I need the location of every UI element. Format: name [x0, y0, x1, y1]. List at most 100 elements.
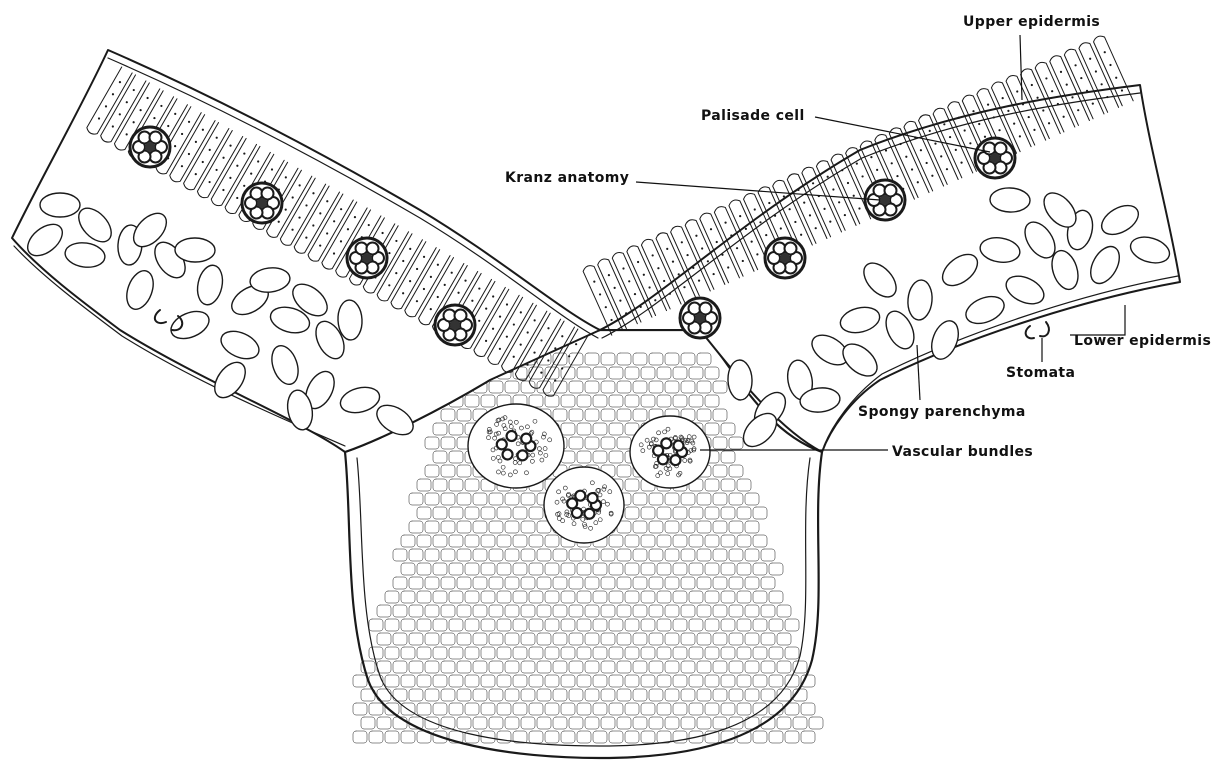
chloroplast-dot — [984, 136, 986, 138]
kranz-vascular-core — [990, 153, 1000, 163]
chloroplast-dot — [540, 372, 542, 374]
chloroplast-dot — [416, 268, 418, 270]
chloroplast-dot — [126, 101, 128, 103]
chloroplast-dot — [202, 161, 204, 163]
xylem-vessel — [518, 450, 528, 460]
chloroplast-dot — [368, 224, 370, 226]
chloroplast-dot — [444, 284, 446, 286]
chloroplast-dot — [236, 197, 238, 199]
chloroplast-dot — [681, 241, 683, 243]
chloroplast-dot — [506, 336, 508, 338]
midrib-cell — [353, 731, 367, 743]
chloroplast-dot — [423, 288, 425, 290]
midrib-cell — [777, 717, 791, 729]
midrib-cell — [801, 731, 815, 743]
chloroplast-dot — [657, 267, 659, 269]
chloroplast-dot — [599, 293, 601, 295]
chloroplast-dot — [126, 133, 128, 135]
chloroplast-dot — [133, 121, 135, 123]
chloroplast-dot — [666, 248, 668, 250]
chloroplast-dot — [829, 221, 831, 223]
chloroplast-dot — [478, 320, 480, 322]
chloroplast-dot — [610, 319, 612, 321]
chloroplast-dot — [1063, 116, 1065, 118]
kranz-sheath-cell — [700, 302, 712, 314]
chloroplast-dot — [844, 214, 846, 216]
midrib-cell — [769, 731, 783, 743]
chloroplast-dot — [229, 177, 231, 179]
chloroplast-dot — [153, 117, 155, 119]
chloroplast-dot — [622, 267, 624, 269]
chloroplast-dot — [257, 160, 259, 162]
chloroplast-dot — [853, 195, 855, 197]
chloroplast-dot — [870, 156, 872, 158]
chloroplast-dot — [1042, 109, 1044, 111]
chloroplast-dot — [978, 123, 980, 125]
xylem-vessel — [670, 455, 680, 465]
chloroplast-dot — [561, 367, 563, 369]
chloroplast-dot — [243, 152, 245, 154]
chloroplast-dot — [554, 347, 556, 349]
chloroplast-dot — [899, 143, 901, 145]
chloroplast-dot — [1121, 89, 1123, 91]
chloroplast-dot — [222, 157, 224, 159]
kranz-vascular-core — [695, 313, 705, 323]
chloroplast-dot — [678, 273, 680, 275]
xylem-vessel — [674, 441, 684, 451]
chloroplast-dot — [663, 280, 665, 282]
chloroplast-dot — [513, 356, 515, 358]
chloroplast-dot — [188, 153, 190, 155]
chloroplast-dot — [409, 280, 411, 282]
chloroplast-dot — [625, 312, 627, 314]
label-vascular-bundles: Vascular bundles — [892, 444, 1033, 460]
chloroplast-dot — [340, 240, 342, 242]
midrib-cell — [753, 731, 767, 743]
chloroplast-dot — [1077, 109, 1079, 111]
chloroplast-dot — [575, 343, 577, 345]
chloroplast-dot — [960, 162, 962, 164]
chloroplast-dot — [929, 130, 931, 132]
chloroplast-dot — [739, 215, 741, 217]
chloroplast-dot — [841, 169, 843, 171]
label-lower-epidermis: Lower epidermis — [1074, 333, 1211, 349]
chloroplast-dot — [160, 105, 162, 107]
chloroplast-dot — [608, 274, 610, 276]
chloroplast-dot — [640, 306, 642, 308]
chloroplast-dot — [713, 273, 715, 275]
chloroplast-dot — [1051, 90, 1053, 92]
midrib-cell — [809, 717, 823, 729]
chloroplast-dot — [797, 189, 799, 191]
chloroplast-dot — [527, 331, 529, 333]
chloroplast-dot — [506, 303, 508, 305]
midrib-cell — [361, 717, 375, 729]
chloroplast-dot — [1080, 77, 1082, 79]
vascular-bundle — [468, 404, 564, 488]
chloroplast-dot — [195, 141, 197, 143]
chloroplast-dot — [492, 295, 494, 297]
midrib-cell — [801, 703, 815, 715]
kranz-vascular-core — [880, 195, 890, 205]
chloroplast-dot — [742, 260, 744, 262]
chloroplast-dot — [745, 228, 747, 230]
chloroplast-dot — [381, 232, 383, 234]
leader-upper-epidermis — [1020, 35, 1022, 100]
chloroplast-dot — [354, 216, 356, 218]
chloroplast-dot — [858, 207, 860, 209]
chloroplast-dot — [765, 234, 767, 236]
chloroplast-dot — [896, 175, 898, 177]
chloroplast-dot — [827, 176, 829, 178]
chloroplast-dot — [547, 359, 549, 361]
chloroplast-dot — [112, 125, 114, 127]
chloroplast-dot — [987, 104, 989, 106]
chloroplast-dot — [174, 113, 176, 115]
chloroplast-dot — [437, 296, 439, 298]
chloroplast-dot — [809, 214, 811, 216]
midrib-cell — [353, 675, 367, 687]
kranz-vascular-core — [780, 253, 790, 263]
chloroplast-dot — [195, 173, 197, 175]
chloroplast-dot — [710, 228, 712, 230]
xylem-vessel — [584, 509, 594, 519]
kranz-vascular-core — [450, 320, 460, 330]
chloroplast-dot — [756, 253, 758, 255]
